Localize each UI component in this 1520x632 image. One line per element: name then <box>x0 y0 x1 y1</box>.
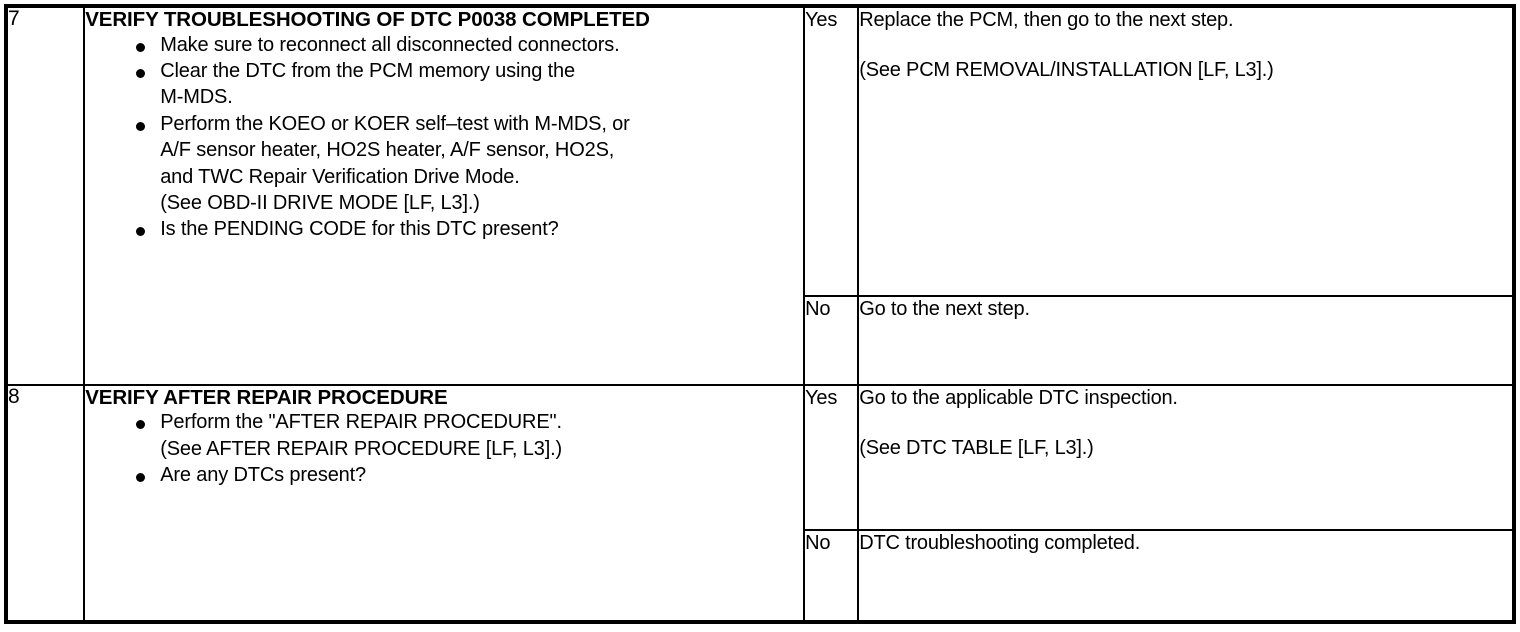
document-page: 7 VERIFY TROUBLESHOOTING OF DTC P0038 CO… <box>0 4 1520 632</box>
list-item-reference: (See AFTER REPAIR PROCEDURE [LF, L3].) <box>85 436 803 462</box>
list-item: Clear the DTC from the PCM memory using … <box>85 58 803 111</box>
action-cell: Replace the PCM, then go to the next ste… <box>857 5 1515 297</box>
answer-label-cell: No <box>803 528 860 624</box>
step-number: 7 <box>8 7 20 30</box>
list-item-line: Clear the DTC from the PCM memory using … <box>160 59 575 82</box>
inspection-title: VERIFY TROUBLESHOOTING OF DTC P0038 COMP… <box>85 8 650 31</box>
action-line: DTC troubleshooting completed. <box>859 531 1141 554</box>
answer-label-yes: Yes <box>805 9 838 31</box>
action-cell: Go to the applicable DTC inspection. (Se… <box>857 383 1515 531</box>
table-row: 7 VERIFY TROUBLESHOOTING OF DTC P0038 CO… <box>4 5 1515 386</box>
action-line: Go to the next step. <box>859 298 1030 320</box>
list-item-line: Are any DTCs present? <box>160 464 367 487</box>
list-item-line: Is the PENDING CODE for this DTC present… <box>160 218 559 241</box>
action-reference-line: (See PCM REMOVAL/INSTALLATION [LF, L3].) <box>859 59 1274 81</box>
inspection-cell: VERIFY AFTER REPAIR PROCEDURE Perform th… <box>83 383 806 624</box>
action-cell: Go to the next step. <box>857 295 1515 386</box>
list-item-line: Perform the "AFTER REPAIR PROCEDURE". <box>160 411 562 434</box>
reference-line: (See OBD-II DRIVE MODE [LF, L3].) <box>160 191 480 214</box>
step-number: 8 <box>8 384 20 408</box>
reference-line: (See AFTER REPAIR PROCEDURE [LF, L3].) <box>160 437 563 460</box>
table-row: 8 VERIFY AFTER REPAIR PROCEDURE Perform … <box>4 383 1515 624</box>
list-item: Are any DTCs present? <box>85 462 803 488</box>
list-item-line: and TWC Repair Verification Drive Mode. <box>160 165 520 188</box>
inspection-title: VERIFY AFTER REPAIR PROCEDURE <box>85 385 448 409</box>
answer-label-yes: Yes <box>805 386 838 409</box>
action-cell: DTC troubleshooting completed. <box>857 528 1515 624</box>
table-row: No DTC troubleshooting completed. <box>6 528 1515 624</box>
inspection-step-list: Perform the "AFTER REPAIR PROCEDURE". (S… <box>85 409 803 488</box>
list-item-line: A/F sensor heater, HO2S heater, A/F sens… <box>160 139 615 162</box>
list-item-reference: (See OBD-II DRIVE MODE [LF, L3].) <box>85 190 803 216</box>
list-item-line: M-MDS. <box>160 86 233 109</box>
step-number-cell: 7 <box>4 5 86 386</box>
answer-label-no: No <box>805 531 831 554</box>
list-item: Is the PENDING CODE for this DTC present… <box>85 216 803 242</box>
dtc-troubleshooting-table: 7 VERIFY TROUBLESHOOTING OF DTC P0038 CO… <box>4 4 1516 624</box>
list-item: Perform the KOEO or KOER self–test with … <box>85 111 803 190</box>
inspection-cell: VERIFY TROUBLESHOOTING OF DTC P0038 COMP… <box>83 5 806 386</box>
list-item: Make sure to reconnect all disconnected … <box>85 32 803 58</box>
inspection-step-list: Make sure to reconnect all disconnected … <box>85 32 803 243</box>
answer-label-cell: Yes <box>803 383 860 531</box>
list-item-line: Perform the KOEO or KOER self–test with … <box>160 112 630 135</box>
action-reference-line: (See DTC TABLE [LF, L3].) <box>859 436 1094 459</box>
answer-label-cell: No <box>803 295 860 386</box>
action-line: Replace the PCM, then go to the next ste… <box>859 9 1234 31</box>
table-row: No Go to the next step. <box>6 295 1515 386</box>
list-item: Perform the "AFTER REPAIR PROCEDURE". <box>85 409 803 435</box>
answer-label-no: No <box>805 298 831 320</box>
step-number-cell: 8 <box>4 383 86 624</box>
list-item-line: Make sure to reconnect all disconnected … <box>160 33 620 56</box>
answer-label-cell: Yes <box>803 5 860 297</box>
action-line: Go to the applicable DTC inspection. <box>859 386 1178 409</box>
